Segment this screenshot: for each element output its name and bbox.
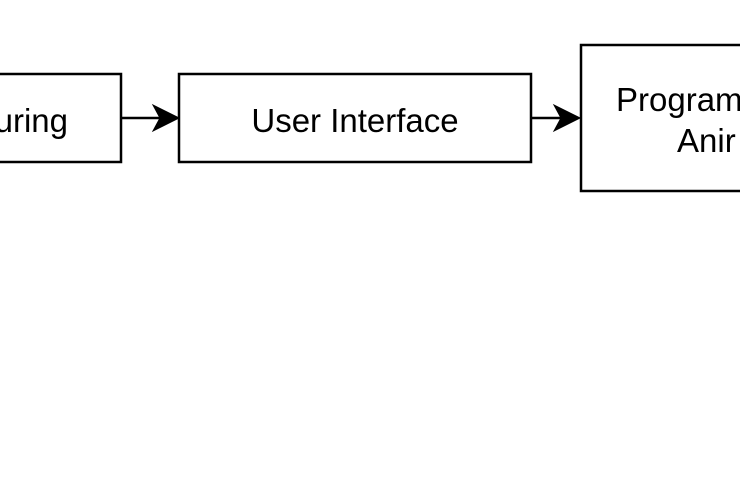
- arrow-2: [531, 103, 582, 133]
- arrow-1: [121, 103, 181, 133]
- node-box-1: uring: [0, 72, 123, 164]
- node-box-3: Program Anir: [579, 43, 740, 193]
- arrow-1-head: [151, 103, 181, 133]
- node-box-2: User Interface: [177, 72, 533, 164]
- arrow-2-head: [552, 103, 582, 133]
- node-box-3-label-line-2: Anir: [677, 122, 736, 159]
- node-box-2-label: User Interface: [251, 102, 458, 139]
- node-box-3-frame: [579, 43, 740, 193]
- node-box-2-frame: [177, 72, 533, 164]
- node-box-3-label-line-1: Program: [616, 81, 740, 118]
- node-box-1-label: uring: [0, 102, 68, 139]
